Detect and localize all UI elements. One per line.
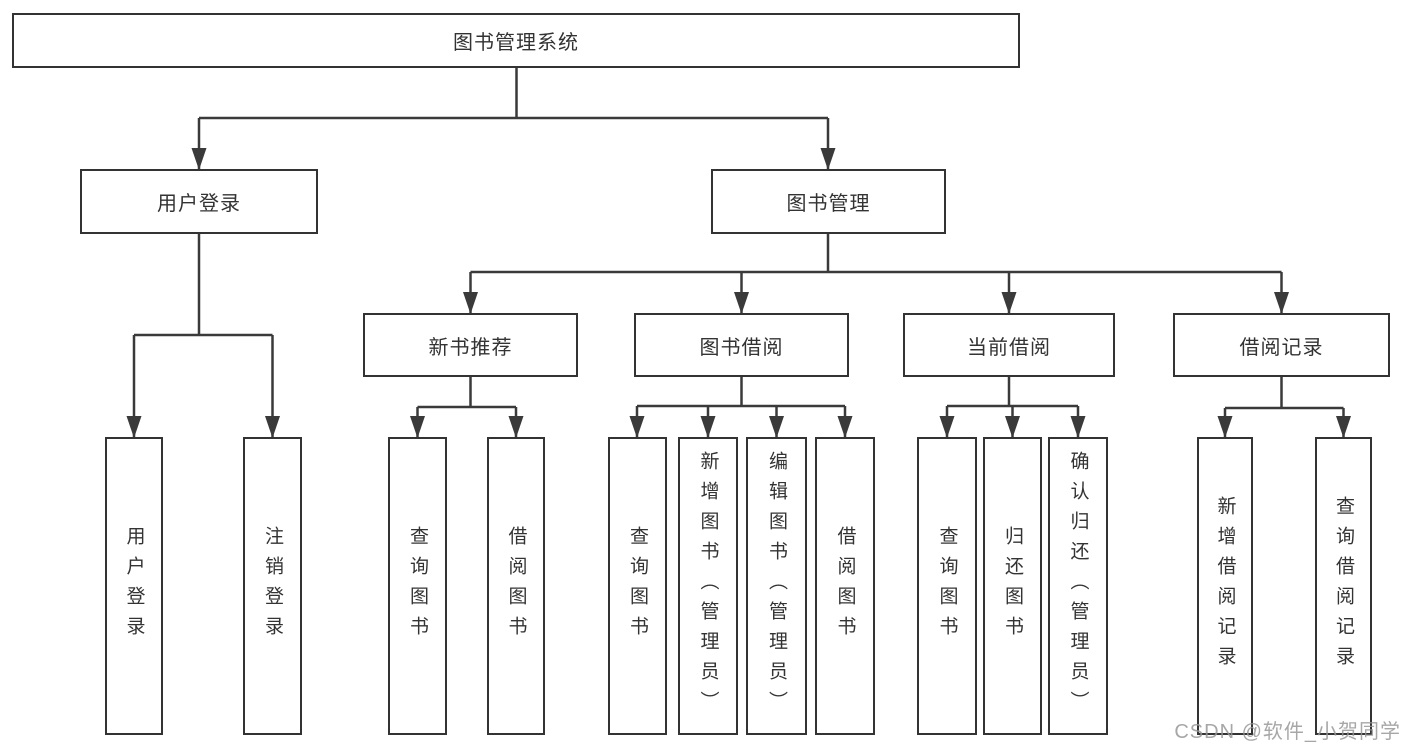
leaf-user-login: 用户登录 xyxy=(105,437,163,735)
node-library-management-system: 图书管理系统 xyxy=(12,13,1020,68)
node-book-management: 图书管理 xyxy=(711,169,946,234)
leaf-borrow-books-recommend: 借阅图书 xyxy=(487,437,545,735)
leaf-borrow-books-borrowing: 借阅图书 xyxy=(815,437,875,735)
node-book-borrowing: 图书借阅 xyxy=(634,313,849,377)
node-current-borrowing: 当前借阅 xyxy=(903,313,1115,377)
leaf-query-books-recommend: 查询图书 xyxy=(388,437,447,735)
leaf-add-books-admin: 新增图书（管理员） xyxy=(678,437,738,735)
leaf-query-books-borrowing: 查询图书 xyxy=(608,437,667,735)
leaf-confirm-return-admin: 确认归还（管理员） xyxy=(1048,437,1108,735)
node-borrowing-records: 借阅记录 xyxy=(1173,313,1390,377)
leaf-return-books: 归还图书 xyxy=(983,437,1042,735)
leaf-logout-login: 注销登录 xyxy=(243,437,302,735)
csdn-watermark: CSDN @软件_小贺同学 xyxy=(1174,721,1401,743)
leaf-query-borrow-record: 查询借阅记录 xyxy=(1315,437,1372,735)
connector-trunks xyxy=(134,68,1344,410)
leaf-query-books-current: 查询图书 xyxy=(917,437,977,735)
node-user-login: 用户登录 xyxy=(80,169,318,234)
leaf-edit-books-admin: 编辑图书（管理员） xyxy=(746,437,807,735)
node-new-book-recommendation: 新书推荐 xyxy=(363,313,578,377)
leaf-add-borrow-record: 新增借阅记录 xyxy=(1197,437,1253,735)
